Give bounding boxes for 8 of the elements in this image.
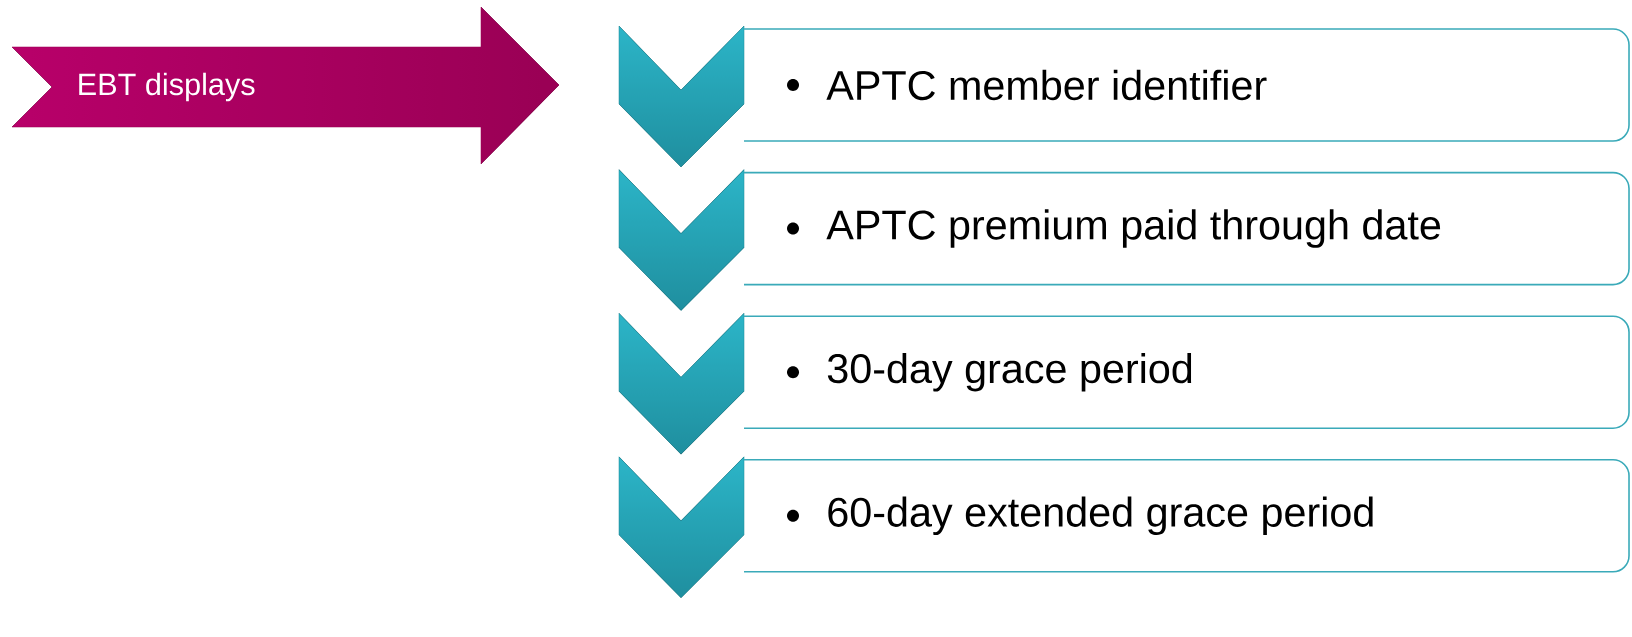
list-box: APTC premium paid through date [743, 171, 1630, 286]
chevron-shape [618, 312, 745, 455]
list-box: 30-day grace period [743, 315, 1630, 429]
chevron-shape [618, 169, 745, 311]
list-box: APTC member identifier [743, 28, 1630, 142]
chevron-shape [618, 456, 745, 599]
chevron-shape [618, 25, 745, 168]
list-box: 60-day extended grace period [743, 459, 1630, 573]
